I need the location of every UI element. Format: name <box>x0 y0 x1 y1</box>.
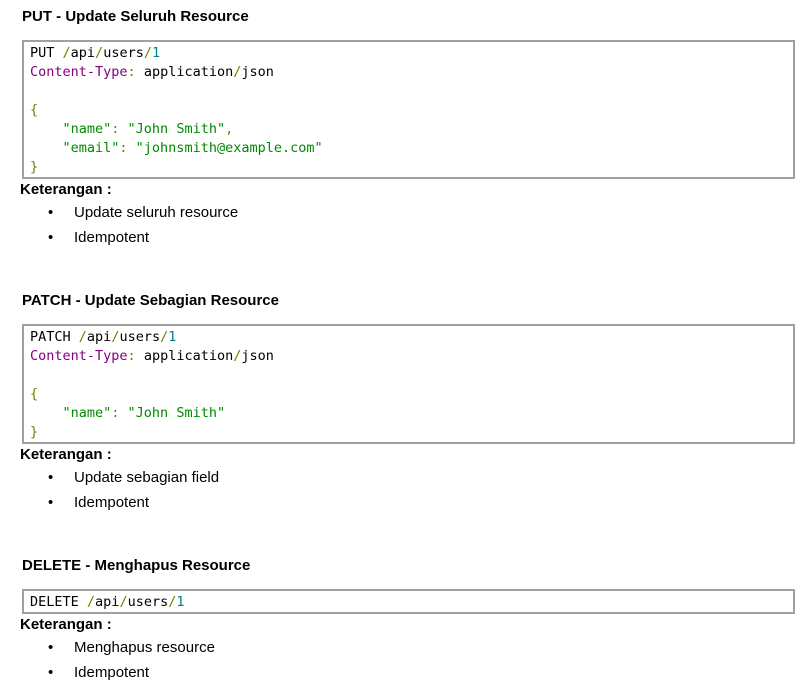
code-token: api <box>86 329 112 345</box>
list-item: • Menghapus resource <box>22 635 795 660</box>
code-token: / <box>143 45 152 61</box>
code-line: PATCH /api/users/1 <box>30 328 787 347</box>
code-line <box>30 82 787 101</box>
code-line: "name": "John Smith", <box>30 120 787 139</box>
code-token: application <box>135 348 234 364</box>
code-token: / <box>119 594 128 610</box>
code-block: DELETE /api/users/1 <box>22 589 795 614</box>
bullet-icon: • <box>48 639 54 656</box>
code-token: "John Smith" <box>127 121 226 137</box>
code-token: : <box>127 348 136 364</box>
code-token: / <box>233 64 242 80</box>
code-token: } <box>30 424 39 440</box>
note-label: Keterangan : <box>20 181 112 198</box>
code-line: "email": "johnsmith@example.com" <box>30 139 787 158</box>
code-token: : <box>111 405 128 421</box>
code-token: Content-Type <box>30 348 128 364</box>
code-token: : <box>119 140 136 156</box>
bullet-icon: • <box>48 229 54 246</box>
code-token: PUT <box>30 45 63 61</box>
list-item-text: Menghapus resource <box>74 639 215 656</box>
code-token: PATCH <box>30 329 79 345</box>
code-token: "name" <box>30 405 112 421</box>
code-token: / <box>78 329 87 345</box>
code-token: / <box>95 45 104 61</box>
code-token: / <box>233 348 242 364</box>
list-item-text: Update seluruh resource <box>74 204 239 221</box>
code-token: Content-Type <box>30 64 128 80</box>
code-token: api <box>95 594 120 610</box>
bullet-list: • Update seluruh resource • Idempotent <box>22 200 795 250</box>
code-token: / <box>62 45 71 61</box>
code-token: { <box>30 386 39 402</box>
code-line: } <box>30 158 787 177</box>
code-token: / <box>111 329 120 345</box>
code-token: 1 <box>151 45 161 61</box>
bullet-icon: • <box>48 664 54 681</box>
code-line: Content-Type: application/json <box>30 347 787 366</box>
code-token: json <box>241 64 274 80</box>
bullet-icon: • <box>48 469 54 486</box>
code-token: / <box>86 594 96 610</box>
list-item: • Update seluruh resource <box>22 200 795 225</box>
code-line: Content-Type: application/json <box>30 63 787 82</box>
code-token: application <box>135 64 234 80</box>
list-item: • Idempotent <box>22 660 795 685</box>
code-line <box>30 366 787 385</box>
code-token: / <box>168 594 177 610</box>
list-item: • Update sebagian field <box>22 465 795 490</box>
code-line: "name": "John Smith" <box>30 404 787 423</box>
section-title: PUT - Update Seluruh Resource <box>22 8 249 25</box>
code-line: } <box>30 423 787 442</box>
code-token: 1 <box>176 594 185 610</box>
code-token: "name" <box>30 121 112 137</box>
note-label: Keterangan : <box>20 616 112 633</box>
bullet-icon: • <box>48 494 54 511</box>
code-token: } <box>30 159 39 175</box>
code-token: : <box>111 121 128 137</box>
section-title: DELETE - Menghapus Resource <box>22 557 251 574</box>
list-item-text: Idempotent <box>74 494 150 511</box>
code-token: , <box>225 121 234 137</box>
list-item-text: Idempotent <box>74 664 150 681</box>
code-token: 1 <box>168 329 177 345</box>
section-title: PATCH - Update Sebagian Resource <box>22 292 279 309</box>
list-item-text: Update sebagian field <box>74 469 220 486</box>
note-label: Keterangan : <box>20 446 112 463</box>
code-token: "email" <box>30 140 120 156</box>
code-token: users <box>119 329 161 345</box>
code-line: PUT /api/users/1 <box>30 44 787 63</box>
code-token: users <box>127 594 169 610</box>
code-token: "John Smith" <box>127 405 226 421</box>
code-line: DELETE /api/users/1 <box>30 593 787 612</box>
code-token: users <box>103 45 144 61</box>
code-token: json <box>241 348 274 364</box>
list-item: • Idempotent <box>22 225 795 250</box>
code-token: { <box>30 102 39 118</box>
bullet-list: • Menghapus resource • Idempotent <box>22 635 795 685</box>
code-token: "johnsmith@example.com" <box>135 140 323 156</box>
list-item-text: Idempotent <box>74 229 150 246</box>
code-token: / <box>160 329 169 345</box>
code-line: { <box>30 385 787 404</box>
code-line: { <box>30 101 787 120</box>
list-item: • Idempotent <box>22 490 795 515</box>
code-token: api <box>70 45 96 61</box>
bullet-icon: • <box>48 204 54 221</box>
bullet-list: • Update sebagian field • Idempotent <box>22 465 795 515</box>
code-token: : <box>127 64 136 80</box>
code-token: DELETE <box>30 594 87 610</box>
